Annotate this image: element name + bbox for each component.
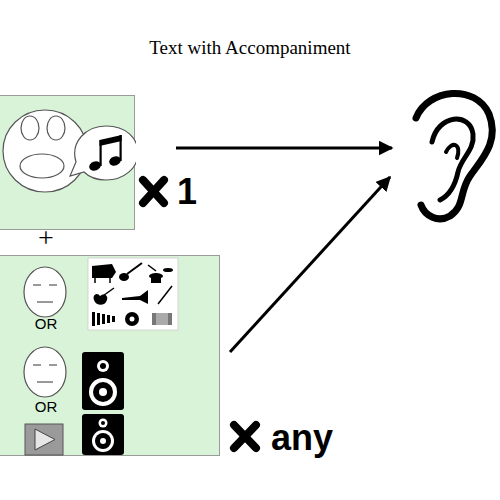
music-note xyxy=(100,135,122,146)
flow-arrow xyxy=(230,177,390,352)
flow-arrow xyxy=(176,147,392,150)
speaker-icon xyxy=(92,430,114,452)
listener-face xyxy=(24,347,66,397)
instrument-panel xyxy=(88,258,178,330)
instrument-panel xyxy=(92,312,95,326)
instrument-panel xyxy=(122,290,148,304)
instrument-panel xyxy=(92,264,116,278)
times-symbol xyxy=(234,425,256,448)
instrument-panel xyxy=(109,278,111,283)
instrument-panel xyxy=(158,286,172,304)
count-label: 1 xyxy=(177,172,197,212)
listener-face xyxy=(24,347,66,397)
instrument-panel xyxy=(151,276,161,283)
instrument-panel xyxy=(148,265,156,271)
times-symbol xyxy=(234,425,256,448)
speaker-icon xyxy=(82,352,124,410)
speaker-icon xyxy=(97,360,109,372)
play-button xyxy=(25,424,63,455)
speaker-icon xyxy=(82,414,124,455)
instrument-panel xyxy=(88,258,178,330)
player-face xyxy=(33,284,41,285)
speaker-icon xyxy=(93,382,113,402)
alternative-label: OR xyxy=(35,399,58,416)
times-symbol xyxy=(143,180,164,203)
speaker-icon xyxy=(101,421,105,425)
singing-face xyxy=(20,154,64,178)
instrument-panel xyxy=(127,263,142,274)
singer-illustration xyxy=(0,96,136,231)
speaker-icon xyxy=(95,433,111,449)
times-symbol xyxy=(234,425,256,448)
accompaniment-panel: ORORany xyxy=(0,255,220,456)
play-button xyxy=(35,429,55,450)
speaker-icon xyxy=(99,388,107,396)
speaker-icon xyxy=(100,363,106,369)
speaker-icon xyxy=(89,378,117,406)
instrument-panel xyxy=(97,313,100,325)
singing-face xyxy=(47,116,65,140)
times-symbol xyxy=(143,180,164,203)
instrument-panel xyxy=(94,294,108,305)
instrument-panel xyxy=(156,313,168,325)
instrument-panel xyxy=(112,316,115,322)
ear-icon xyxy=(432,119,473,200)
instrument-panel xyxy=(163,268,173,272)
instrument-panel xyxy=(125,312,139,326)
plus-sign: + xyxy=(38,223,54,254)
play-button xyxy=(25,424,63,455)
alternative-label: OR xyxy=(35,316,58,333)
singing-face xyxy=(21,116,39,140)
diagram-title: Text with Accompaniment xyxy=(149,38,350,59)
instrument-panel xyxy=(130,317,135,322)
times-symbol xyxy=(143,180,164,203)
music-note xyxy=(88,135,122,172)
player-face xyxy=(37,301,53,302)
ear-icon xyxy=(416,93,492,218)
voice-panel: 1 xyxy=(0,95,135,230)
count-label: any xyxy=(271,418,333,458)
speech-bubble xyxy=(70,126,136,180)
listener-face xyxy=(37,381,53,382)
player-face xyxy=(24,267,66,317)
speaker-icon xyxy=(100,438,106,444)
listener-face xyxy=(33,364,41,365)
instrument-panel xyxy=(94,278,96,283)
ear-icon xyxy=(446,145,458,158)
player-face xyxy=(49,284,57,285)
accompaniment-illustration xyxy=(0,256,221,457)
instrument-panel xyxy=(92,312,115,326)
speaker-icon xyxy=(82,414,124,455)
instrument-panel xyxy=(100,288,114,298)
ear-icon xyxy=(416,93,492,218)
listener-face xyxy=(49,364,57,365)
instrument-panel xyxy=(107,315,110,323)
instrument-panel xyxy=(152,313,172,325)
instrument-panel xyxy=(102,314,105,324)
speaker-icon xyxy=(82,352,124,410)
player-face xyxy=(24,267,66,317)
speaker-icon xyxy=(99,419,108,428)
